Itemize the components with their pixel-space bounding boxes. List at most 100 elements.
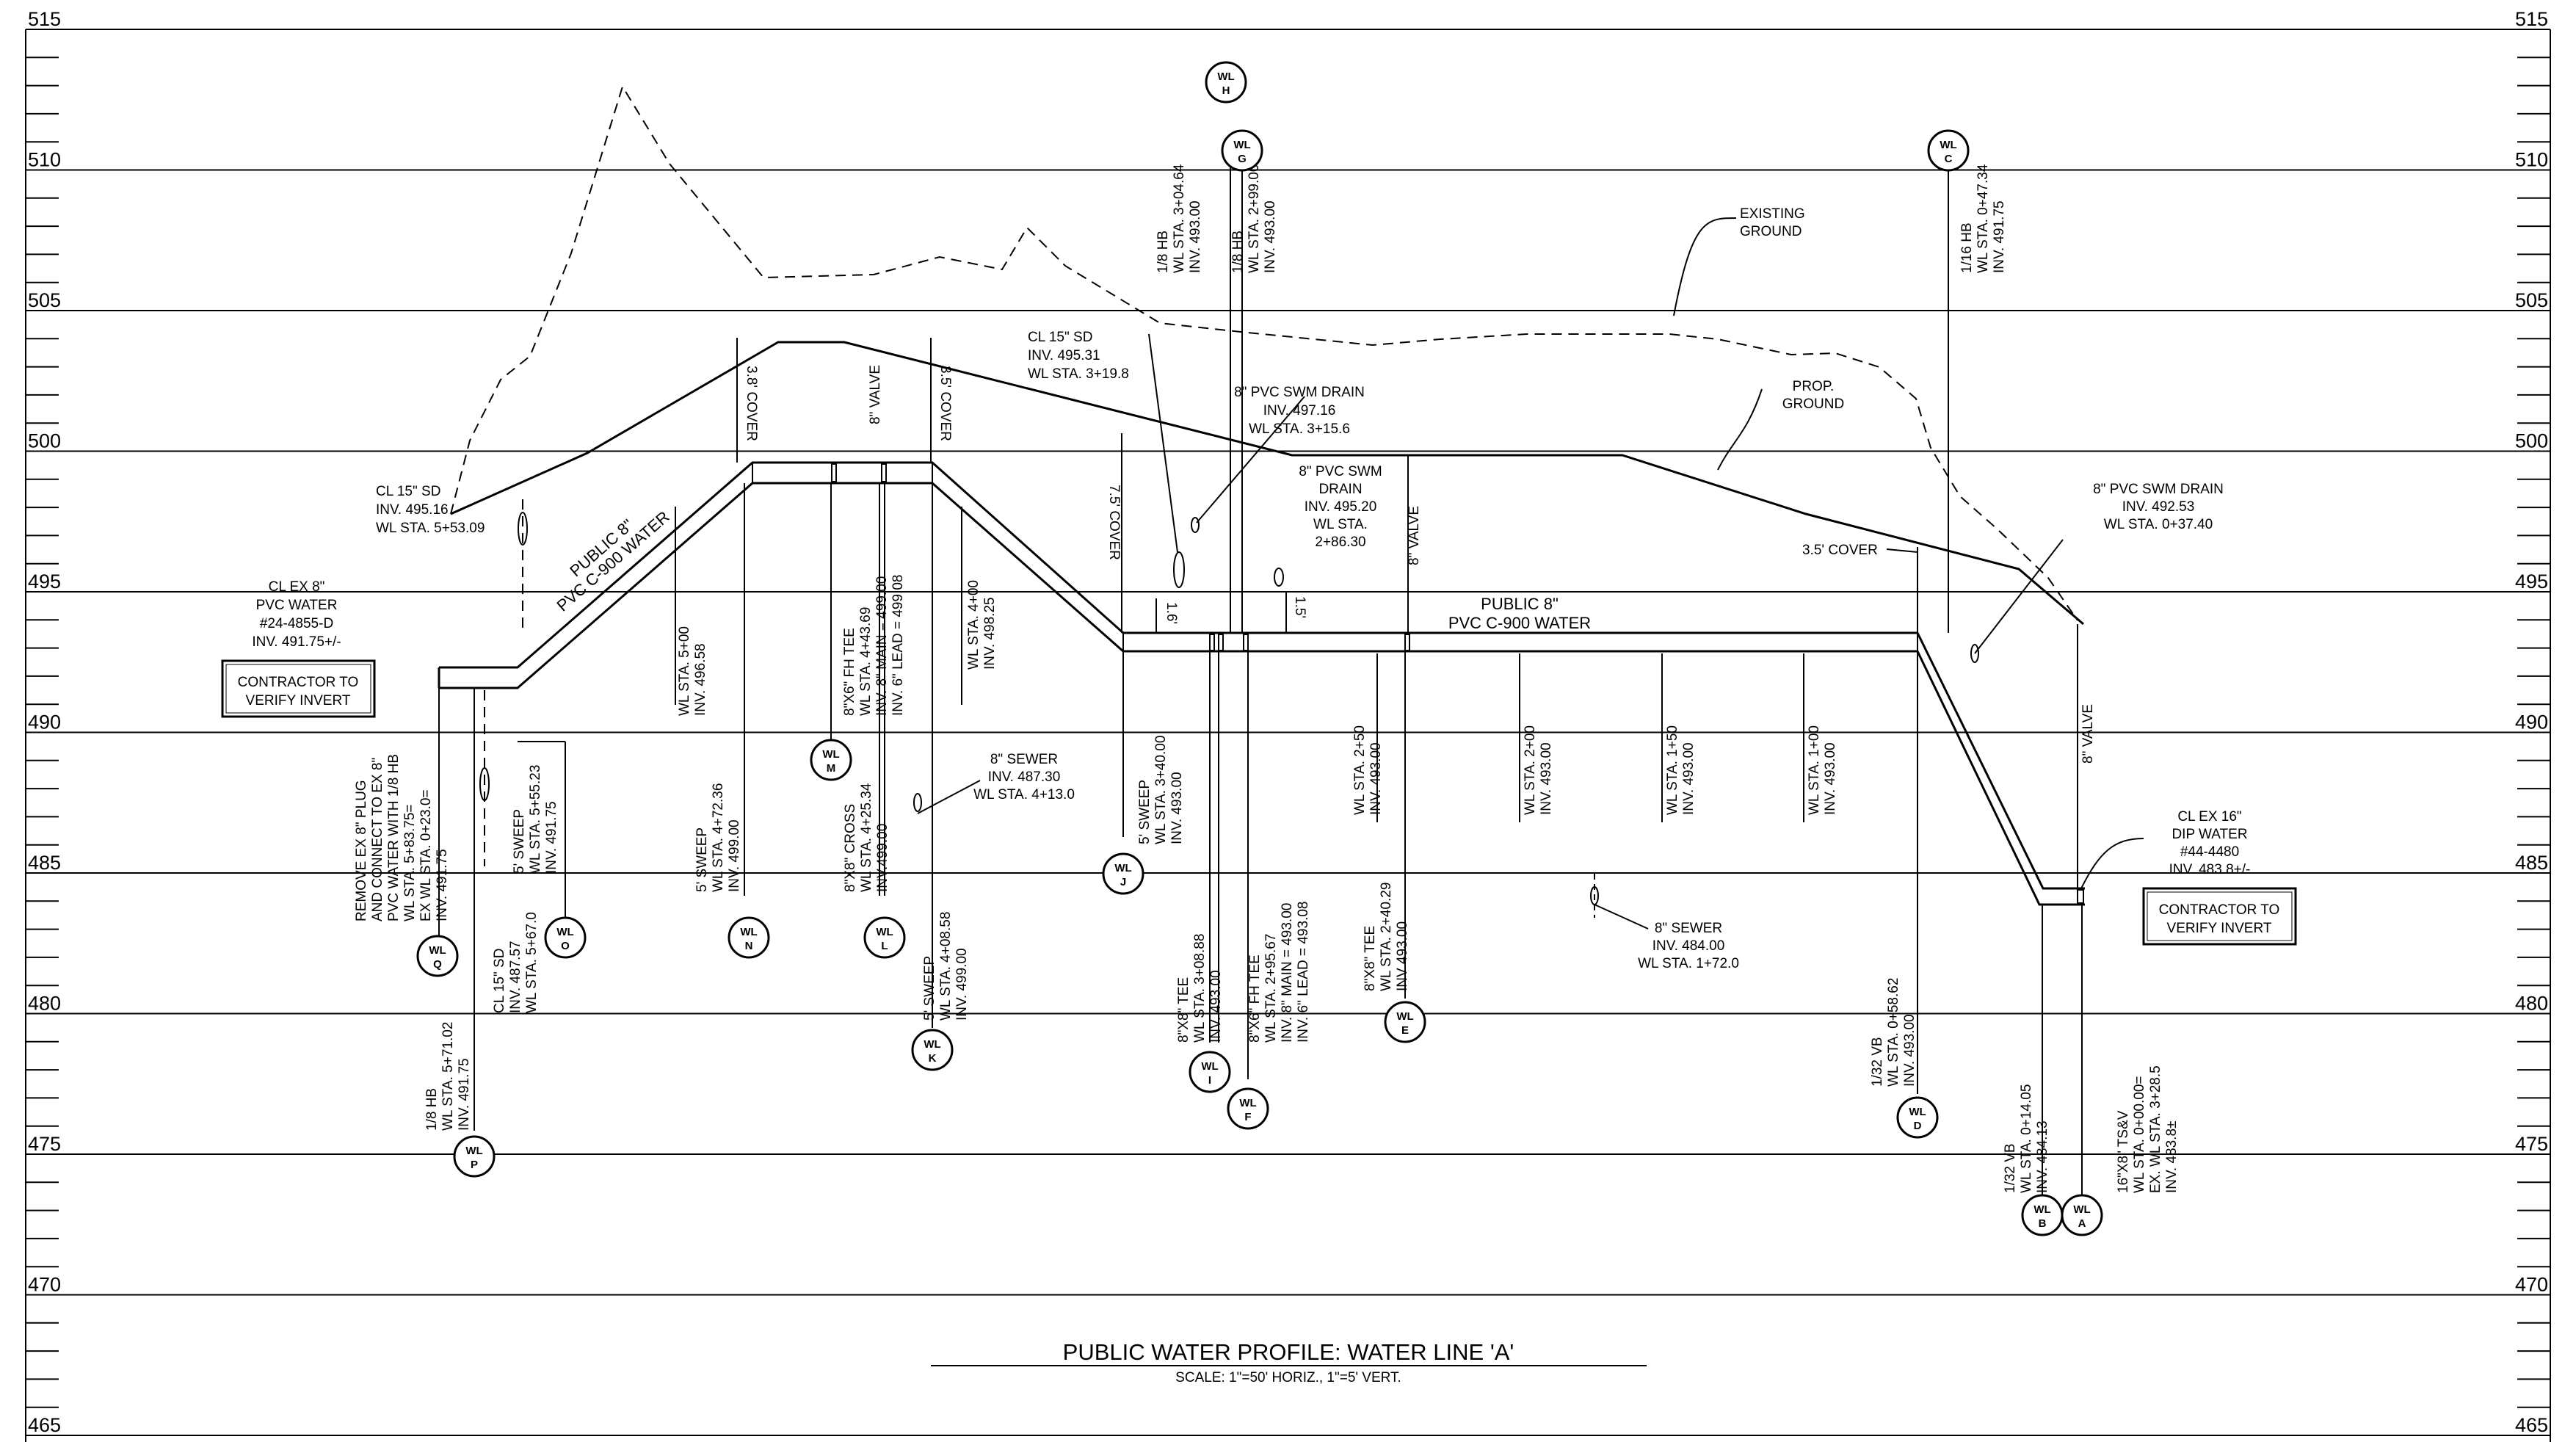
callout-line: 1/8 HB [424,1088,440,1131]
callout-line: WL STA. 4+25.34 [859,783,874,892]
svg-text:8" PVC SWM DRAIN: 8" PVC SWM DRAIN [2093,482,2224,497]
callout-line: 5' SWEEP [1137,780,1153,844]
callout-line: CL 15" SD [492,949,507,1013]
wl-bubble-prefix: WL [2073,1203,2090,1216]
wl-bubble-letter: E [1401,1024,1409,1037]
svg-text:WL STA. 5+53.09: WL STA. 5+53.09 [376,521,485,536]
wl-bubble-letter: J [1120,876,1126,888]
svg-text:8" VALVE: 8" VALVE [2080,704,2096,764]
svg-text:#24-4855-D: #24-4855-D [260,616,333,631]
elevation-label-left: 475 [28,1133,61,1155]
wl-bubble-o: WL O [544,916,587,959]
note-sewer-1: 8" SEWER INV. 487.30 WL STA. 4+13.0 [973,752,1075,802]
wl-bubble-q: WLQ [416,935,459,977]
elevation-label-left: 470 [28,1274,61,1296]
callout-line: WL STA. 4+00 [966,580,982,670]
callout-line: WL STA. 5+67.0 [524,912,540,1013]
callout-line: INV. 493.00 [1681,742,1697,815]
wl-bubble-prefix: WL [822,748,839,761]
wl-bubble-prefix: WL [2033,1203,2050,1216]
callout-line: 16"X8" TS&V [2116,1110,2131,1193]
elevation-label-right: 490 [2515,711,2548,733]
callout-line: WL STA. 1+00 [1807,725,1822,815]
elevation-label-left: 485 [28,852,61,874]
elevation-label-left: 500 [28,430,61,452]
elevation-label-left: 465 [28,1414,61,1436]
existing-ground-label: EXISTING GROUND [1740,206,1805,239]
wl-bubble-m: WLM [810,739,852,781]
elevation-label-right: 485 [2515,852,2548,874]
callout-line: WL STA. 2+00 [1523,725,1538,815]
callout-line: INV. 491.75 [544,801,559,874]
elevation-label-right: 510 [2515,149,2548,171]
wl-bubble-c: WLC [1927,129,1970,172]
svg-text:INV. 497.16: INV. 497.16 [1263,403,1336,419]
callout-line: WL STA. 3+40.00 [1153,736,1169,844]
wl-bubble-prefix: WL [924,1038,940,1051]
wl-bubble-letter: F [1244,1111,1251,1123]
wl-bubble-d: WLD [1896,1096,1939,1139]
callout-line: 1/8 HB [1230,231,1246,273]
callout-line: INV. 483.8± [2164,1121,2180,1193]
elevation-label-right: 470 [2515,1274,2548,1296]
wl-bubble-letter: A [2078,1217,2086,1230]
svg-text:WL STA. 3+15.6: WL STA. 3+15.6 [1249,421,1350,437]
svg-text:3.5' COVER: 3.5' COVER [937,366,953,441]
wl-bubble-letter: H [1222,84,1230,97]
svg-text:GROUND: GROUND [1782,396,1844,412]
elevation-label-right: 495 [2515,570,2548,593]
wl-bubble-letter: M [827,762,836,775]
callout-line: INV. 493.00 [1208,970,1224,1043]
wl-bubble-letter: D [1914,1120,1922,1132]
callout-line: INV. 487.57 [508,941,523,1013]
callout-line: EX WL STA. 0+23.0= [418,789,434,921]
svg-text:PVC C-900 WATER: PVC C-900 WATER [1448,614,1591,632]
callout-line: INV. 6" LEAD = 499.08 [890,575,906,716]
note-cl-15-sd-mid: CL 15" SD INV. 495.31 WL STA. 3+19.8 [1028,330,1129,382]
wl-bubble-l: WLL [863,916,906,959]
callout-line: INV. 493.00 [1188,200,1203,273]
callout-line: INV. 493.00 [1368,742,1384,815]
contractor-left-line2: VERIFY INVERT [246,693,351,709]
elevation-label-right: 500 [2515,430,2548,452]
wl-bubble-j: WLJ [1102,852,1144,895]
wl-bubble-letter: G [1238,153,1247,165]
wl-bubble-prefix: WL [429,944,446,957]
callout-line: INV. 493.00 [1823,742,1838,815]
callout-line: INV. 8" MAIN = 493.00 [1280,903,1295,1043]
svg-text:8" PVC SWM DRAIN: 8" PVC SWM DRAIN [1234,385,1365,400]
callout-line: INV. 493.00 [1169,772,1185,844]
pipe-label-sloped: PUBLIC 8" PVC C-900 WATER [554,507,673,615]
wl-bubble-letter: I [1208,1074,1211,1087]
svg-text:PROP.: PROP. [1793,379,1835,394]
wl-bubble-letter: K [929,1052,937,1065]
callout-line: REMOVE EX 8" PLUG [354,780,369,921]
callout-line: WL STA. 4+08.58 [938,912,954,1021]
callout-line: WL STA. 5+83.75= [402,805,418,921]
svg-text:PVC WATER: PVC WATER [256,598,338,613]
callout-line: 1/32 VB [1870,1037,1885,1087]
svg-text:PUBLIC 8": PUBLIC 8" [1481,595,1559,613]
callout-line: WL STA. 4+43.69 [858,607,874,716]
wl-bubble-prefix: WL [1239,1097,1256,1109]
wl-bubble-letter: O [561,940,570,952]
callout-line: INV. 498.25 [982,597,998,670]
svg-text:WL STA. 3+19.8: WL STA. 3+19.8 [1028,366,1129,382]
proposed-ground-label: PROP. GROUND [1782,379,1844,412]
callout-line: WL STA. 0+00.00= [2132,1076,2147,1193]
callout-line: 5' SWEEP [694,827,710,892]
elevation-label-right: 505 [2515,289,2548,311]
wl-bubble-prefix: WL [556,926,573,938]
svg-text:CL 15" SD: CL 15" SD [1028,330,1092,345]
